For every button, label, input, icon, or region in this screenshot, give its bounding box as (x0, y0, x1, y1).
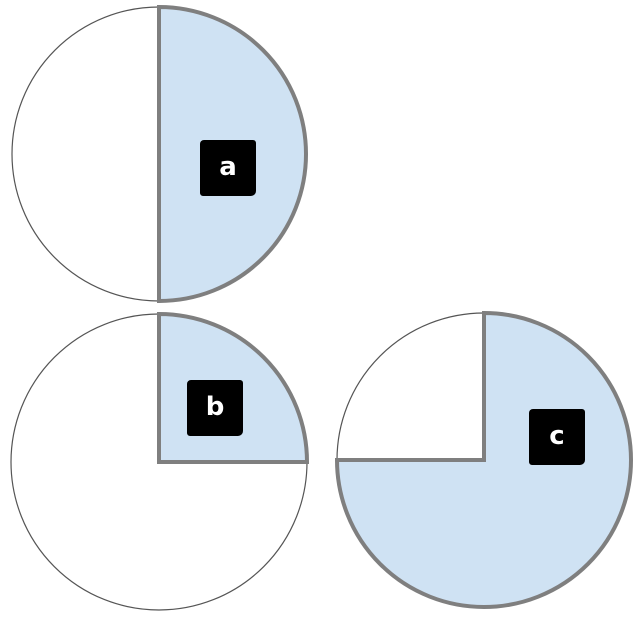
label-c-text: c (549, 421, 565, 451)
circle-b (10, 311, 310, 611)
circle-c (334, 310, 633, 609)
circle-a (11, 4, 308, 304)
label-b: b (187, 380, 243, 436)
label-a: a (200, 140, 256, 196)
circle-c-shaded-three-quarters (334, 310, 633, 609)
label-c: c (529, 409, 585, 465)
label-a-text: a (219, 152, 237, 182)
label-b-text: b (205, 392, 225, 422)
